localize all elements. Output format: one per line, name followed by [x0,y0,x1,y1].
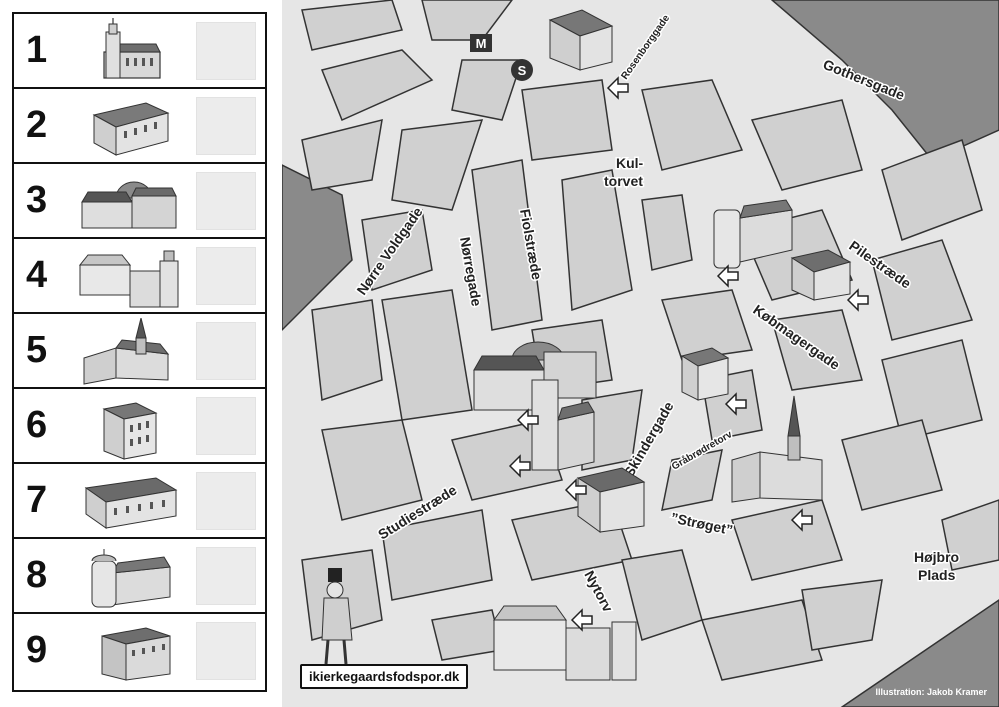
answer-box[interactable] [196,472,256,530]
answer-box[interactable] [196,622,256,680]
legend-number: 3 [26,179,48,221]
svg-text:S: S [518,63,527,78]
map-building-spired-church [731,395,823,503]
illustration-credit: Illustration: Jakob Kramer [875,687,987,697]
church-tower-building-icon [103,18,161,79]
legend-number: 2 [26,104,48,146]
legend-number: 1 [26,29,48,71]
arrow-icon [790,508,813,532]
townhouse-icon [102,402,158,460]
legend-row-1: 1 [14,14,265,89]
street-kultorvet-line1: Kul- [616,155,644,171]
arrow-icon [716,264,739,288]
answer-box[interactable] [196,97,256,155]
map-building-trinity [713,199,793,269]
answer-box[interactable] [196,322,256,380]
arrow-icon [516,408,539,432]
legend-number: 9 [26,629,48,671]
answer-box[interactable] [196,172,256,230]
answer-box[interactable] [196,247,256,305]
boxy-building-icon [101,627,171,681]
pointer-arrows [508,76,869,632]
long-building-icon [84,477,178,529]
legend-number: 7 [26,479,48,521]
arrow-icon [606,76,629,100]
website-label: ikierkegaardsfodspor.dk [300,664,469,689]
city-map: Gothersgade Rosenborggade Kul- torvet Nø… [282,0,999,707]
map-building-rosenborg [548,9,614,71]
arrow-icon [846,288,869,312]
map-building-townhouse [680,347,730,401]
legend-row-7: 7 [14,464,265,539]
metro-icon: M [470,34,492,52]
map-building-church-tower [531,379,595,471]
answer-box[interactable] [196,397,256,455]
arrow-icon [508,454,531,478]
legend-row-8: 8 [14,539,265,614]
legend-row-4: 4 [14,239,265,314]
street-hojbro-line2: Plads [918,567,956,583]
legend-number: 8 [26,554,48,596]
arrow-icon [570,608,593,632]
legend-number: 5 [26,329,48,371]
arrow-icon [724,392,747,416]
arrow-icon [564,478,587,502]
legend-number: 6 [26,404,48,446]
s-train-icon: S [511,59,533,81]
legend-row-6: 6 [14,389,265,464]
street-hojbro-line1: Højbro [914,549,959,565]
canal-area [840,599,999,707]
legend-number: 4 [26,254,48,296]
map-building-courthouse [493,605,637,681]
legend-row-2: 2 [14,89,265,164]
map-building-domed [473,341,597,411]
kierkegaard-figure-icon [321,568,353,665]
long-building-icon [92,102,170,156]
legend-panel: 1 2 3 4 [12,12,267,692]
spired-church-icon [83,318,170,385]
legend-row-5: 5 [14,314,265,389]
svg-text:M: M [476,36,487,51]
answer-box[interactable] [196,22,256,80]
university-complex-icon [78,250,179,308]
round-tower-church-icon [91,549,171,608]
domed-library-icon [81,181,177,229]
map-building-pilestraede [790,249,852,301]
street-kultorvet-line2: torvet [604,173,643,189]
legend-row-3: 3 [14,164,265,239]
answer-box[interactable] [196,547,256,605]
legend-row-9: 9 [14,614,265,689]
map-building-long [576,467,646,533]
